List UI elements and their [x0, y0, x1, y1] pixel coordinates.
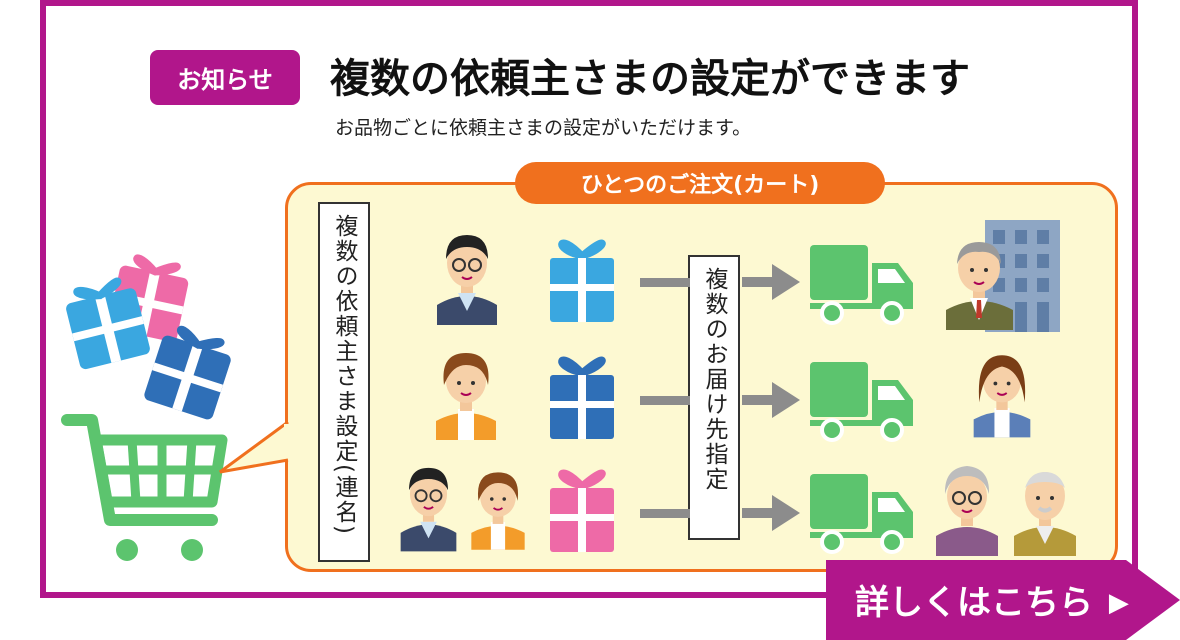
- arrow-right-icon: [640, 509, 690, 518]
- gift-icon: [144, 325, 231, 420]
- shopping-cart-icon: [61, 414, 228, 561]
- person-icon: [946, 242, 1013, 330]
- details-link-text[interactable]: 詳しくはこちら: [855, 583, 1093, 623]
- notice-badge: お知らせ: [150, 50, 300, 105]
- cart-panel-tab: ひとつのご注文(カート): [515, 162, 885, 204]
- page-subtitle: お品物ごとに依頼主さまの設定がいただけます。: [335, 117, 752, 139]
- panel-pointer: [219, 420, 292, 474]
- person-icon: [437, 235, 497, 325]
- person-icon: [1014, 472, 1076, 556]
- multiple-senders-label: 複数の依頼主さま設定(連名): [318, 202, 370, 562]
- gift-icon: [550, 356, 614, 439]
- truck-icon: [810, 362, 913, 442]
- person-icon: [973, 355, 1031, 438]
- truck-icon: [810, 245, 913, 325]
- arrow-right-icon: [742, 382, 800, 418]
- person-icon: [936, 466, 998, 556]
- gift-icon: [66, 277, 150, 370]
- gift-icon: [550, 469, 614, 552]
- gift-icon: [550, 239, 614, 322]
- arrow-right-icon: [742, 264, 800, 300]
- truck-icon: [810, 474, 913, 554]
- page-title: 複数の依頼主さまの設定ができます: [330, 56, 970, 102]
- person-icon: [471, 472, 525, 550]
- play-arrow-icon: ▶: [1108, 588, 1129, 618]
- details-link-button[interactable]: [826, 560, 1180, 640]
- person-icon: [436, 353, 496, 440]
- gift-stack-illustration: [66, 254, 231, 420]
- multiple-destinations-label: 複数のお届け先指定: [688, 255, 740, 540]
- arrow-right-icon: [640, 396, 690, 405]
- arrow-right-icon: [640, 278, 690, 287]
- person-icon: [400, 467, 457, 552]
- arrow-right-icon: [742, 495, 800, 531]
- details-link-label[interactable]: 詳しくはこちら ▶: [855, 575, 1129, 624]
